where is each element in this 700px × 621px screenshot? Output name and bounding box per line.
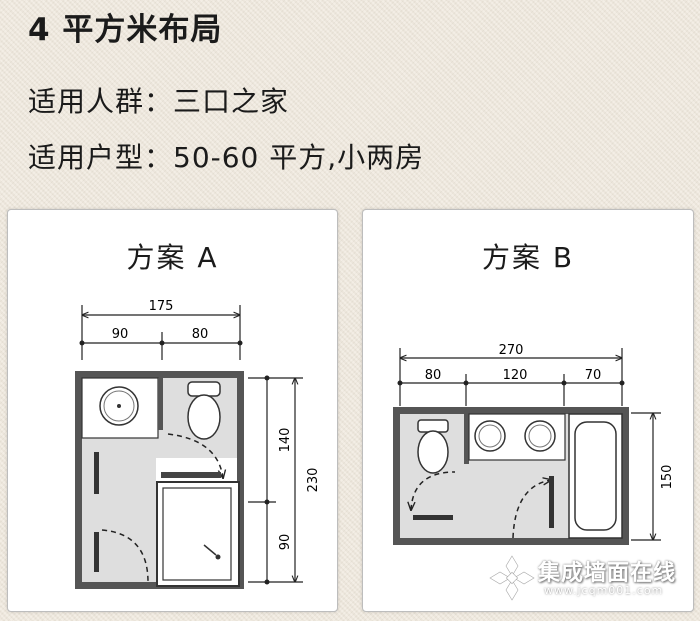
plan-b-dim-seg2: 120 [503,368,528,383]
plan-a-toilet [187,381,221,440]
plan-a-dim-width-right: 80 [192,327,209,342]
plan-b-width-dimension [400,348,622,406]
plan-a-door-swing [167,433,223,478]
plan-b-dim-height: 150 [660,465,675,490]
plan-b-dim-seg3: 70 [585,368,602,383]
plan-a-card: 方案 A 175 90 80 [7,209,338,612]
plan-a-dim-width-left: 90 [112,327,129,342]
plan-a-dim-total-height: 230 [306,468,321,493]
plan-a-entry-door [94,532,99,572]
plan-b-floorplan: 270 80 120 70 150 [393,343,675,545]
plan-b-toilet [417,419,449,474]
plan-b-door-swing-right [512,480,551,539]
plan-b-height-dimension [631,413,661,540]
plan-a-floorplan: 175 90 80 140 90 230 [75,299,321,589]
plan-b-door-left [413,515,453,520]
apartment-type-text: 适用户型：50-60 平方,小两房 [28,141,425,174]
plan-b-dim-total-width: 270 [499,343,524,358]
plan-a-dim-dots [79,340,243,346]
plan-a-shower [156,481,240,587]
watermark-url: www.jcqm001.com [544,584,664,597]
plan-a-window-left [94,452,99,494]
plan-b-card: 方案 B 270 80 120 70 150 [362,209,694,612]
target-group-text: 适用人群：三口之家 [28,85,290,118]
plan-b-door-right [549,476,554,528]
plan-b-door-swing-left [411,471,456,510]
plan-b-title: 方案 B [481,241,575,274]
plan-a-title: 方案 A [126,241,219,274]
plan-a-dim-height-upper: 140 [278,428,293,453]
site-watermark: 集成墙面在线 www.jcqm001.com [488,552,693,608]
plan-a-height-dimension [248,378,303,582]
plan-b-dim-seg1: 80 [425,368,442,383]
page-title: 4 平方米布局 [28,12,223,48]
plan-a-dim-total-width: 175 [149,299,174,314]
watermark-brand: 集成墙面在线 [538,561,677,586]
plan-a-entry-swing [101,529,149,583]
watermark-logo-icon [489,555,535,601]
plan-a-dim-height-lower: 90 [278,534,293,551]
